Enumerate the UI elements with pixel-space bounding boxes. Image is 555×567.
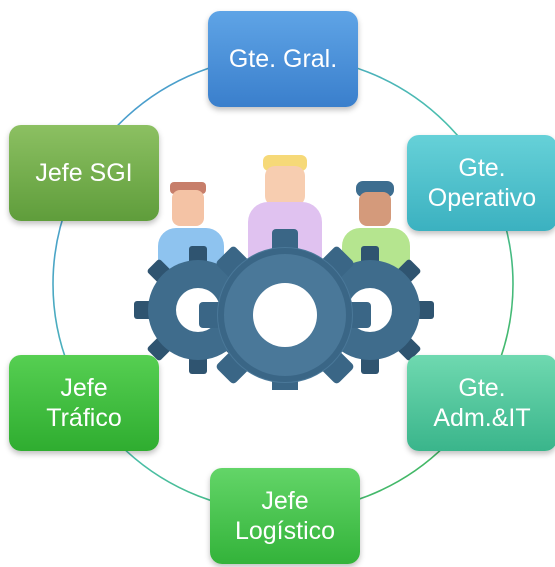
node-label: Jefe xyxy=(60,374,108,402)
node-gte-adm-it: Gte. Adm.&IT xyxy=(407,355,555,451)
node-label: Jefe SGI xyxy=(35,159,133,187)
node-gte-operativo: Gte. Operativo xyxy=(407,135,555,231)
node-label: Gte. xyxy=(458,154,506,182)
node-jefe-logistico: Jefe Logístico xyxy=(210,468,360,564)
node-label: Gte. Gral. xyxy=(228,45,338,73)
node-jefe-trafico: Jefe Tráfico xyxy=(9,355,159,451)
node-label: Tráfico xyxy=(46,404,122,432)
node-jefe-sgi: Jefe SGI xyxy=(9,125,159,221)
node-gte-gral: Gte. Gral. xyxy=(208,11,358,107)
node-label: Operativo xyxy=(427,184,537,212)
team-gears-icon xyxy=(134,155,434,390)
node-label: Jefe xyxy=(261,487,309,515)
node-label: Adm.&IT xyxy=(433,404,531,432)
center-gear-icon xyxy=(199,229,371,390)
node-label: Logístico xyxy=(234,517,336,545)
node-label: Gte. xyxy=(458,374,506,402)
